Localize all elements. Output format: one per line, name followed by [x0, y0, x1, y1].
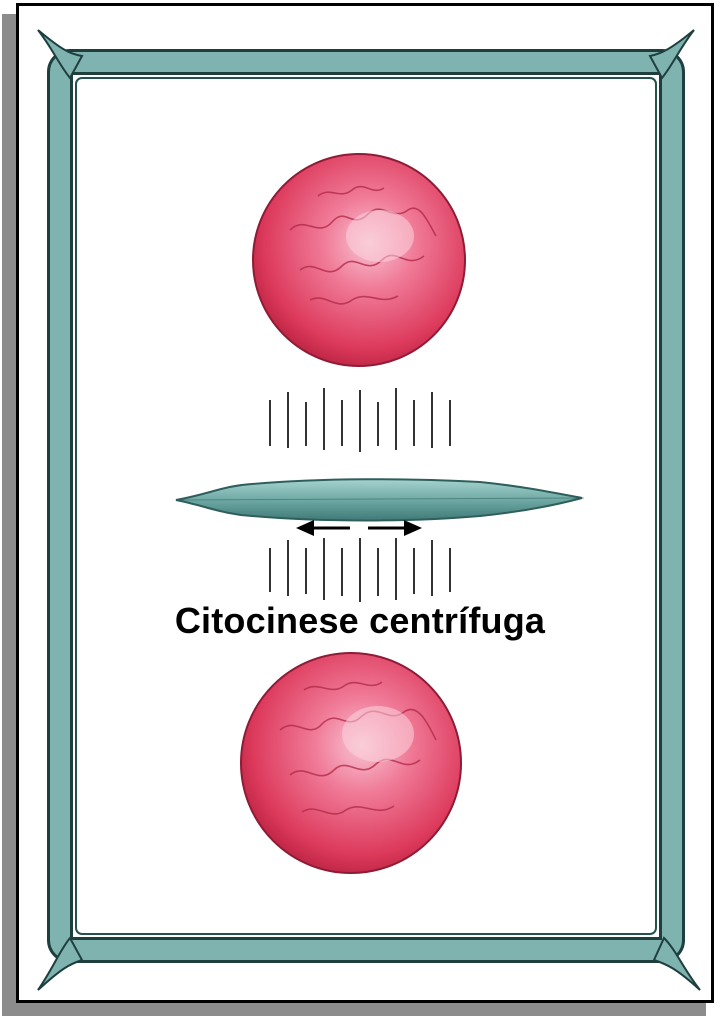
arrow-right-icon — [368, 520, 422, 536]
daughter-nucleus-top — [253, 154, 465, 366]
arrow-left-icon — [296, 520, 350, 536]
diagram-caption: Citocinese centrífuga — [0, 600, 720, 642]
expansion-arrows — [296, 520, 422, 536]
cell-plate — [176, 479, 584, 520]
spindle-fibers-bottom — [270, 538, 450, 602]
spindle-fibers-top — [270, 388, 450, 452]
daughter-nucleus-bottom — [241, 653, 461, 873]
